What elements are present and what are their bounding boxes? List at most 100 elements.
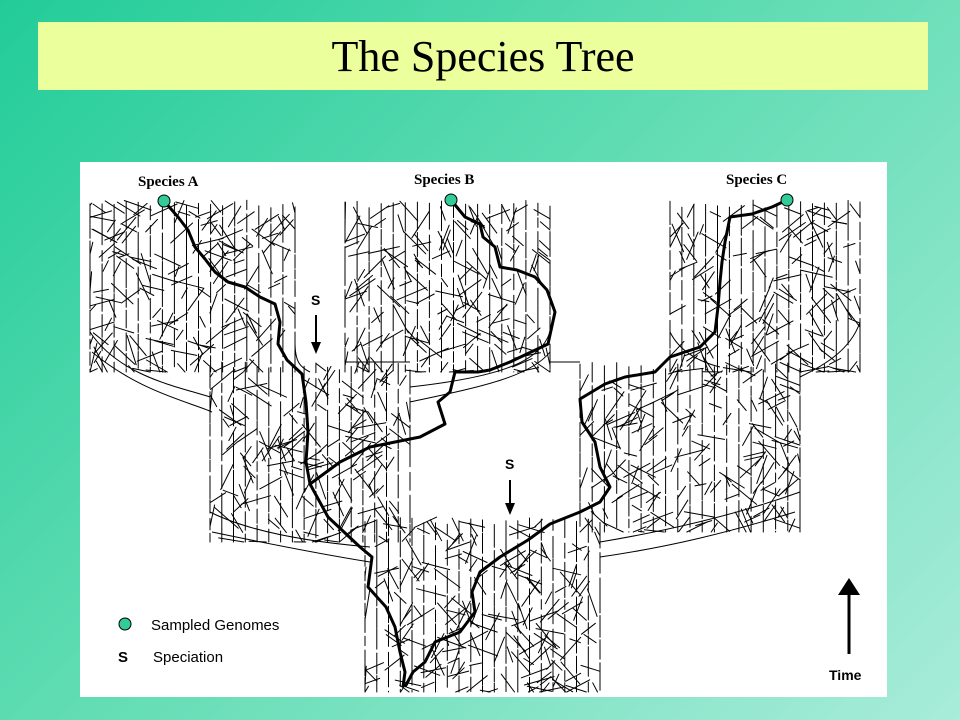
lineage-segment	[223, 336, 247, 349]
species-c-label: Species C	[726, 172, 787, 188]
lineage-segment	[375, 485, 384, 494]
lineage-segment	[370, 379, 378, 399]
lineage-segment	[704, 374, 717, 387]
lineage-segment	[415, 293, 435, 304]
lineage-segment	[129, 335, 147, 356]
lineage-segment	[507, 325, 517, 351]
lineage-segment	[814, 205, 830, 211]
lineage-segment	[381, 363, 393, 380]
lineage-segment	[420, 325, 431, 344]
lineage-segment	[283, 430, 306, 448]
lineage-segment	[669, 340, 685, 357]
lineage-segment	[504, 564, 533, 576]
lineage-segment	[762, 302, 774, 325]
lineage-segment	[169, 312, 189, 325]
lineage-segment	[450, 650, 460, 674]
lineage-segment	[224, 416, 245, 427]
lineage-segment	[568, 564, 577, 587]
lineage-segment	[832, 367, 857, 373]
lineage-segment	[760, 482, 775, 491]
lineage-segment	[520, 667, 549, 679]
lineage-segment	[828, 357, 842, 365]
lineage-segment	[648, 427, 664, 440]
lineage-segment	[653, 464, 673, 473]
lineage-segment	[401, 623, 414, 641]
lineage-segment	[332, 491, 344, 517]
time-label: Time	[829, 667, 862, 683]
lineage-segment	[518, 638, 546, 655]
lineage-segment	[631, 465, 639, 484]
lineage-segment	[579, 519, 593, 533]
lineage-segment	[730, 324, 742, 346]
lineage-segment	[219, 224, 237, 251]
lineage-segment	[849, 203, 861, 218]
lineage-segment	[295, 487, 306, 510]
legend-genome-icon	[118, 617, 132, 631]
lineage-segment	[710, 480, 722, 493]
lineage-segment	[344, 351, 349, 367]
lineage-segment	[243, 465, 256, 479]
lineage-segment	[415, 588, 447, 597]
lineage-segment	[539, 240, 551, 251]
lineage-segment	[301, 424, 321, 448]
lineage-segment	[504, 561, 518, 580]
gene-tree	[162, 198, 788, 688]
lineage-segment	[513, 624, 535, 647]
lineage-segment	[195, 211, 212, 218]
lineage-segment	[570, 573, 577, 589]
lineage-segment	[685, 408, 696, 418]
lineage-segment	[344, 233, 366, 243]
lineage-segment	[209, 388, 213, 414]
lineage-segment	[357, 506, 384, 515]
lineage-segment	[768, 277, 774, 289]
lineage-segment	[668, 368, 683, 375]
lineage-segment	[136, 350, 163, 362]
lineage-segment	[354, 278, 365, 307]
lineage-segment	[635, 409, 642, 425]
lineage-segment	[699, 273, 710, 289]
lineage-segment	[247, 377, 268, 395]
lineage-segment	[746, 488, 758, 515]
lineage-segment	[462, 551, 488, 563]
lineage-segment	[246, 320, 263, 346]
lineage-segment	[113, 326, 135, 334]
lineage-segment	[779, 384, 801, 393]
lineage-segment	[805, 210, 820, 240]
lineage-segment	[822, 288, 835, 299]
lineage-segment	[263, 231, 281, 253]
lineage-segment	[95, 360, 103, 373]
lineage-segment	[171, 275, 193, 286]
lineage-segment	[505, 243, 516, 252]
lineage-segment	[815, 370, 830, 373]
lineage-segment	[386, 202, 401, 208]
lineage-segment	[121, 289, 141, 304]
lineage-segment	[672, 414, 694, 424]
lineage-segment	[481, 212, 498, 234]
lineage-segment	[704, 379, 721, 386]
lineage-segment	[683, 511, 715, 518]
lineage-segment	[674, 449, 705, 458]
lineage-segment	[756, 454, 768, 484]
lineage-segment	[797, 453, 801, 464]
lineage-segment	[759, 216, 774, 229]
lineage-segment	[362, 515, 371, 533]
lineage-segment	[742, 368, 763, 384]
lineage-segment	[605, 391, 625, 419]
lineage-segment	[471, 534, 477, 546]
lineage-segment	[830, 283, 852, 302]
lineage-segment	[677, 384, 708, 396]
lineage-segment	[205, 323, 230, 345]
lineage-segment	[776, 367, 788, 379]
lineage-segment	[512, 235, 524, 247]
lineage-segment	[796, 427, 801, 439]
lineage-segment	[459, 521, 486, 528]
lineage-segment	[669, 270, 676, 282]
lineage-segment	[145, 218, 158, 233]
lineage-segment	[742, 425, 755, 446]
lineage-segment	[299, 396, 304, 409]
lineage-segment	[439, 323, 452, 340]
lineage-segment	[778, 478, 799, 496]
lineage-segment	[468, 559, 478, 571]
lineage-segment	[559, 571, 582, 597]
lineage-segment	[377, 391, 387, 412]
